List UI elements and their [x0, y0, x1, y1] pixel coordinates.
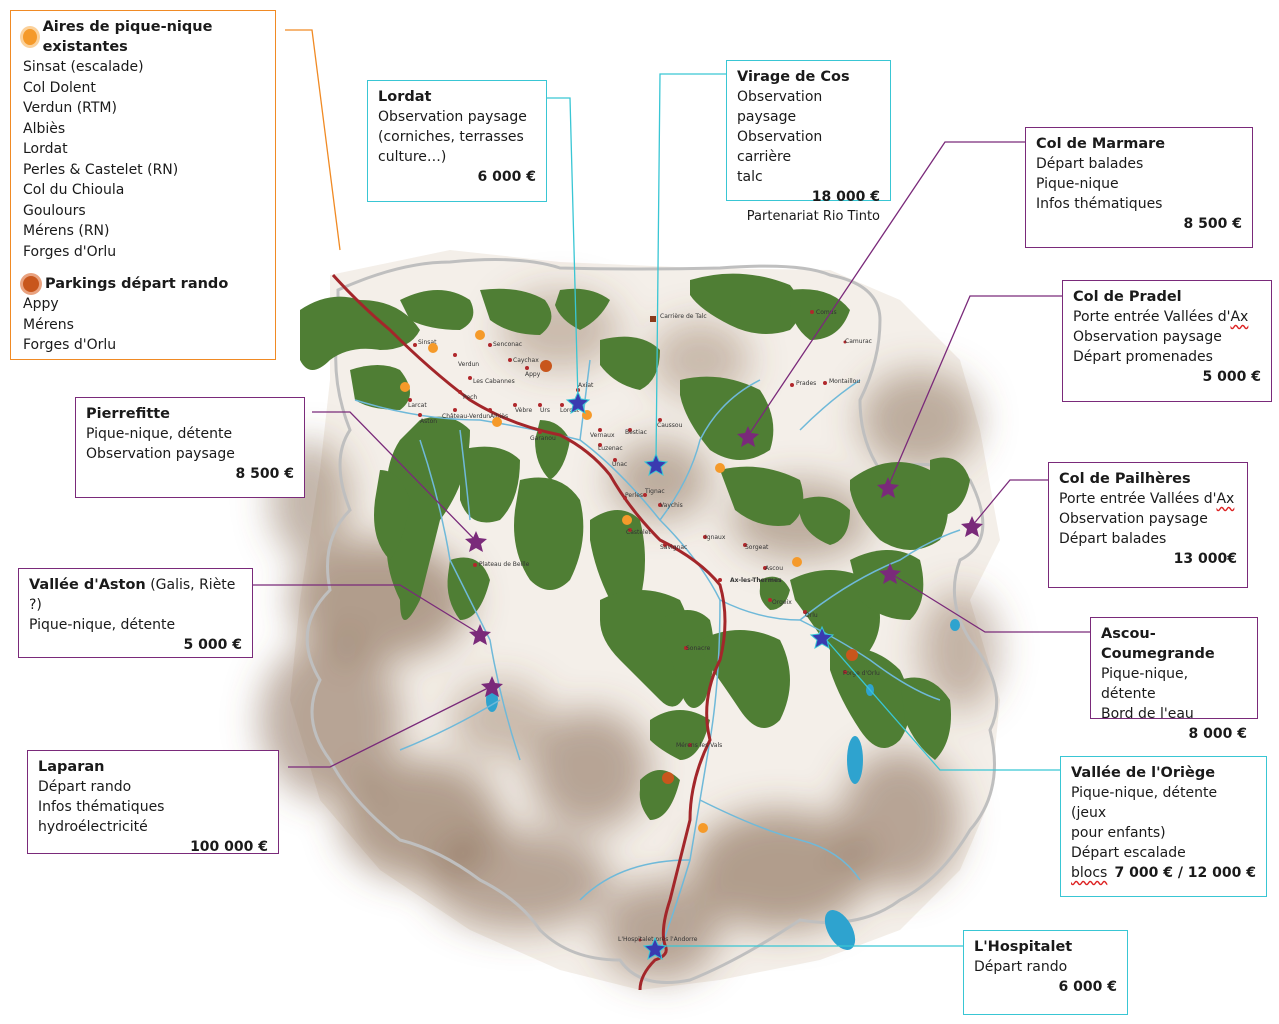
svg-text:Albiès: Albiès: [490, 413, 508, 420]
callout-virage-de-cos: Virage de Cos Observation paysage Observ…: [726, 60, 891, 224]
svg-text:Orlu: Orlu: [805, 612, 818, 619]
svg-text:Larcat: Larcat: [408, 402, 427, 409]
callout-lordat: Lordat Observation paysage (corniches, t…: [367, 80, 547, 202]
callout-lhospitalet: L'Hospitalet Départ rando 6 000 €: [963, 930, 1128, 1015]
svg-text:Appy: Appy: [525, 371, 541, 378]
svg-text:Les Cabannes: Les Cabannes: [473, 378, 515, 385]
svg-text:Sorgeat: Sorgeat: [745, 544, 769, 551]
legend-picnic-item: Forges d'Orlu: [23, 243, 117, 260]
svg-text:Carrière de Talc: Carrière de Talc: [660, 313, 707, 320]
legend-picnic-item: Col Dolent: [23, 79, 96, 96]
svg-text:Urs: Urs: [540, 407, 550, 414]
svg-text:L'Hospitalet près l'Andorre: L'Hospitalet près l'Andorre: [618, 936, 698, 943]
svg-text:Lordat: Lordat: [560, 407, 580, 414]
legend-picnic-item: Goulours: [23, 202, 86, 219]
svg-text:Pech: Pech: [463, 394, 477, 401]
svg-text:Aston: Aston: [420, 418, 437, 425]
svg-text:Sonacre: Sonacre: [686, 645, 711, 652]
callout-laparan: Laparan Départ rando Infos thématiques h…: [27, 750, 279, 855]
svg-text:Castelet: Castelet: [626, 529, 651, 536]
svg-text:Verdun: Verdun: [458, 361, 479, 368]
quarry-marker: [650, 316, 656, 322]
legend-picnic-item: Col du Chioula: [23, 182, 125, 198]
partner-label: Partenariat Rio Tinto: [746, 209, 880, 224]
parking-icon: [23, 276, 39, 292]
callout-pierrefitte: Pierrefitte Pique-nique, détente Observa…: [75, 397, 305, 498]
legend-picnic-item: Mérens (RN): [23, 223, 110, 239]
svg-text:Montaillou: Montaillou: [829, 378, 860, 385]
svg-text:Plateau de Beille: Plateau de Beille: [479, 561, 530, 568]
legend-parking-item: Mérens: [23, 316, 74, 333]
callout-price: 6 000 €: [477, 169, 536, 185]
legend-box: Aires de pique-nique existantes Sinsat (…: [10, 10, 276, 360]
svg-text:Vernaux: Vernaux: [590, 432, 615, 439]
callout-ascou-coumegrande: Ascou-Coumegrande Pique-nique, détente B…: [1090, 617, 1258, 742]
svg-text:Axiat: Axiat: [578, 382, 594, 389]
callout-title: Lordat: [378, 89, 432, 105]
callout-col-de-marmare: Col de Marmare Départ balades Pique-niqu…: [1025, 127, 1253, 248]
svg-text:Caychax: Caychax: [513, 357, 539, 364]
svg-text:Luzenac: Luzenac: [598, 445, 623, 452]
relief-shading: [260, 290, 1000, 980]
lakes: [486, 619, 960, 950]
towns: Sinsat Verdun Senconac Caychax Appy Les …: [408, 309, 880, 943]
svg-text:Orgeix: Orgeix: [772, 599, 792, 606]
picnic-area-markers: [400, 330, 802, 833]
svg-text:Ascou: Ascou: [765, 565, 783, 572]
rivers: [354, 359, 961, 951]
svg-text:Mérens les Vals: Mérens les Vals: [676, 742, 722, 749]
svg-text:Garanou: Garanou: [530, 435, 556, 442]
svg-text:Unac: Unac: [612, 461, 627, 468]
svg-text:Comus: Comus: [816, 309, 837, 316]
legend-parking-item: Appy: [23, 296, 59, 312]
legend-parking-item: Forges d'Orlu: [23, 337, 117, 353]
legend-picnic-item: Lordat: [23, 141, 68, 157]
svg-text:Senconac: Senconac: [493, 341, 522, 348]
leader-lines: [253, 29, 1090, 947]
main-road: [331, 273, 727, 991]
callout-vallee-de-loriege: Vallée de l'Oriège Pique-nique, détente …: [1060, 756, 1267, 897]
svg-text:Camurac: Camurac: [845, 338, 872, 345]
legend-parking-heading: Parkings départ rando: [23, 274, 263, 294]
svg-text:Tignac: Tignac: [644, 488, 665, 495]
cyan-stars: [565, 390, 835, 961]
svg-text:Vaychis: Vaychis: [660, 502, 683, 509]
project-stars: [465, 426, 983, 697]
svg-text:Sinsat: Sinsat: [418, 339, 437, 346]
area-boundary: [305, 258, 999, 984]
svg-text:Savignac: Savignac: [660, 544, 687, 551]
legend-picnic-item: Albiès: [23, 120, 66, 137]
svg-text:Prades: Prades: [796, 380, 816, 387]
legend-picnic-item: Verdun (RTM): [23, 100, 117, 116]
callout-col-de-pradel: Col de Pradel Porte entrée Vallées d'Ax …: [1062, 280, 1272, 402]
forest-areas: [300, 273, 970, 820]
parking-markers: [540, 360, 858, 784]
svg-text:Château-Verdun: Château-Verdun: [442, 413, 490, 420]
legend-picnic-heading: Aires de pique-nique existantes: [23, 17, 263, 57]
legend-picnic-item: Sinsat (escalade): [23, 59, 144, 75]
svg-text:Bestiac: Bestiac: [625, 429, 647, 436]
svg-text:Forge d'Orlu: Forge d'Orlu: [843, 670, 880, 677]
svg-text:Perles: Perles: [625, 492, 643, 499]
legend-picnic-item: Perles & Castelet (RN): [23, 161, 179, 178]
svg-text:Vèbre: Vèbre: [515, 407, 532, 414]
sun-icon: [23, 29, 37, 45]
svg-text:Ax-les-Thermes: Ax-les-Thermes: [730, 577, 782, 584]
callout-vallee-daston: Vallée d'Aston (Galis, Riète ?) Pique-ni…: [18, 568, 253, 658]
callout-col-de-pailheres: Col de Pailhères Porte entrée Vallées d'…: [1048, 462, 1248, 588]
svg-text:Caussou: Caussou: [657, 422, 683, 429]
svg-text:Ignaux: Ignaux: [705, 534, 726, 541]
